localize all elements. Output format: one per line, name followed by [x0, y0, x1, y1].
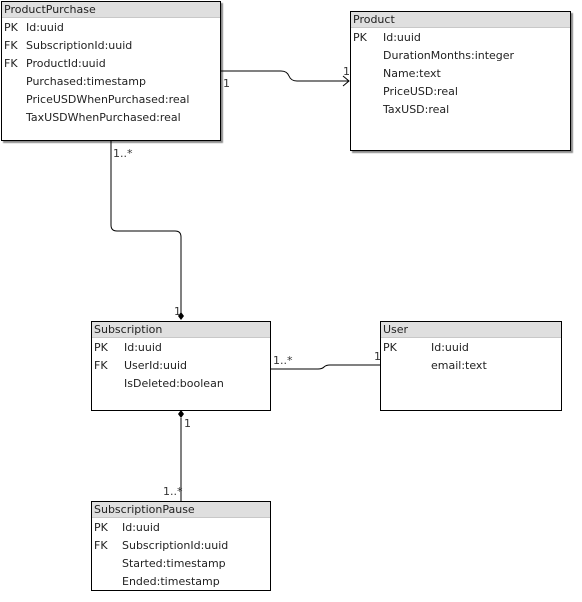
arrowhead-product [342, 75, 350, 87]
attribute-name: Name:text [383, 67, 441, 80]
multiplicity-product-side: 1 [343, 65, 350, 78]
entity-subscription[interactable]: Subscription PK Id:uuid FK UserId:uuid I… [91, 321, 271, 411]
attribute-name: Id:uuid [431, 341, 469, 354]
attribute-name: Started:timestamp [122, 557, 226, 570]
entity-subscriptionpause[interactable]: SubscriptionPause PK Id:uuid FK Subscrip… [91, 501, 271, 591]
multiplicity-pause-many: 1..* [163, 485, 183, 498]
multiplicity-purchase-side: 1 [223, 77, 230, 90]
attribute-name: Purchased:timestamp [26, 75, 146, 88]
attribute-name: SubscriptionId:uuid [26, 39, 133, 52]
attribute-name: Id:uuid [383, 31, 421, 44]
key-marker: PK [94, 521, 108, 534]
key-marker: FK [94, 359, 108, 372]
entity-title: SubscriptionPause [92, 502, 270, 518]
connector-purchase-product [221, 70, 349, 82]
key-marker: FK [94, 539, 108, 552]
key-marker: PK [353, 31, 367, 44]
attribute-name: UserId:uuid [124, 359, 187, 372]
entity-title: Product [351, 12, 570, 28]
entity-user[interactable]: User PK Id:uuid email:text [380, 321, 562, 411]
attribute-name: DurationMonths:integer [383, 49, 515, 62]
key-marker: PK [4, 21, 18, 34]
entity-title: Subscription [92, 322, 270, 338]
composition-diamond-subscription-bottom [178, 410, 184, 418]
attribute-name: Ended:timestamp [122, 575, 220, 588]
key-marker: PK [94, 341, 108, 354]
attribute-name: SubscriptionId:uuid [122, 539, 229, 552]
connector-subscription-user [271, 364, 380, 370]
attribute-name: IsDeleted:boolean [124, 377, 224, 390]
entity-title: ProductPurchase [2, 2, 220, 18]
multiplicity-user-one: 1 [374, 350, 381, 363]
attribute-name: Id:uuid [122, 521, 160, 534]
composition-diamond-subscription-top [178, 312, 184, 320]
multiplicity-subscription-one: 1 [174, 305, 181, 318]
attribute-name: Id:uuid [26, 21, 64, 34]
multiplicity-subscription-pause-one: 1 [184, 417, 191, 430]
multiplicity-subscription-many: 1..* [273, 354, 293, 367]
connector-purchase-subscription [110, 141, 182, 316]
key-marker: FK [4, 57, 18, 70]
attribute-name: TaxUSDWhenPurchased:real [26, 111, 181, 124]
entity-title: User [381, 322, 561, 338]
attribute-name: ProductId:uuid [26, 57, 106, 70]
multiplicity-purchase-many: 1..* [113, 147, 133, 160]
entity-productpurchase[interactable]: ProductPurchase PK Id:uuid FK Subscripti… [1, 1, 221, 141]
entity-product[interactable]: Product PK Id:uuid DurationMonths:intege… [350, 11, 571, 151]
key-marker: FK [4, 39, 18, 52]
attribute-name: PriceUSDWhenPurchased:real [26, 93, 190, 106]
key-marker: PK [383, 341, 397, 354]
attribute-name: TaxUSD:real [383, 103, 450, 116]
attribute-name: email:text [431, 359, 487, 372]
attribute-name: Id:uuid [124, 341, 162, 354]
attribute-name: PriceUSD:real [383, 85, 458, 98]
